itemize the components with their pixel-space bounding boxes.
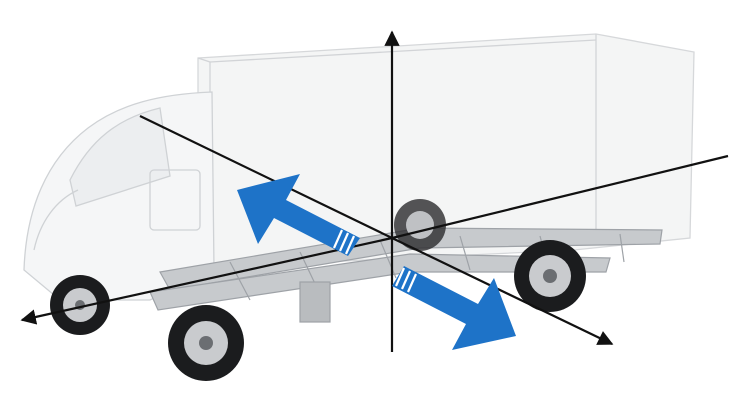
wheel-front-right: [168, 305, 244, 381]
blue-arrow-lower: [392, 266, 516, 350]
wheel-front-left: [50, 275, 110, 335]
